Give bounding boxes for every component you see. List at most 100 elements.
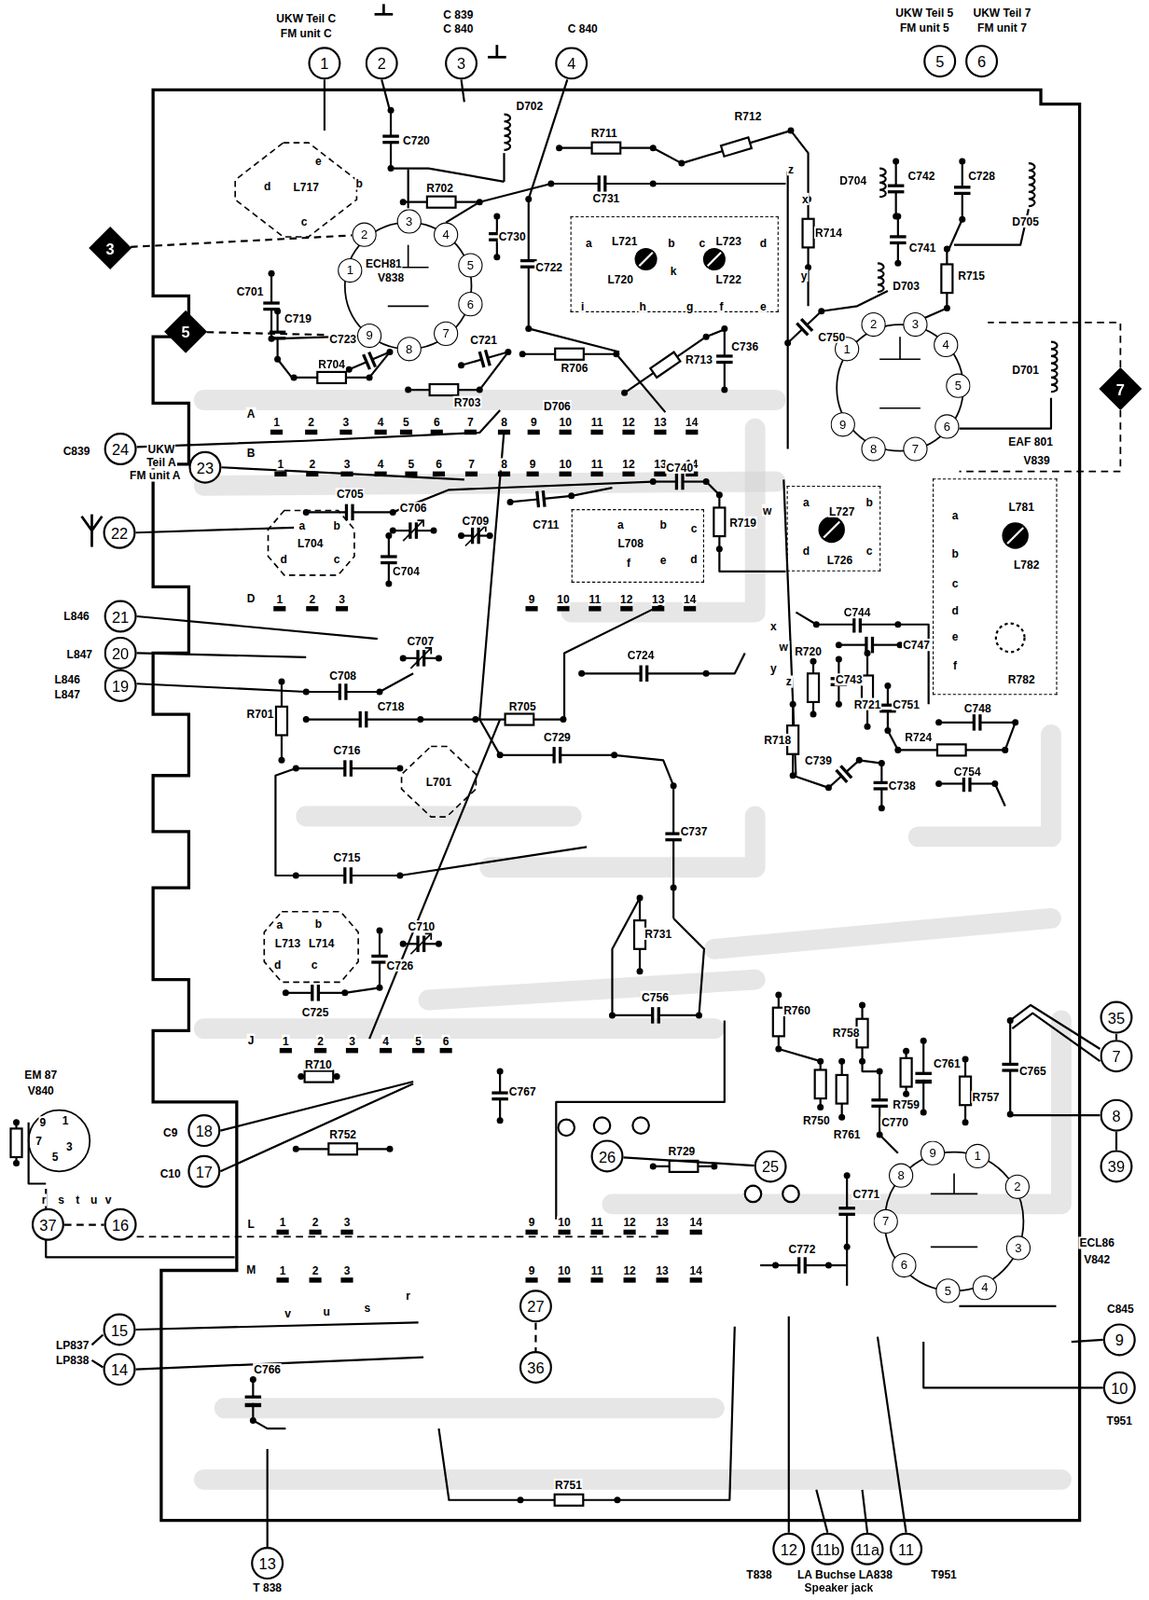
trace (438, 1428, 521, 1501)
part-label: R724 (903, 731, 933, 744)
trimmer-arrow (425, 648, 432, 655)
part-label: 5 (401, 416, 411, 430)
terminal-pad (591, 471, 604, 477)
part-label: C742 (907, 169, 937, 182)
trace (276, 311, 279, 333)
trimmer-pot (996, 623, 1025, 653)
terminal-pad (525, 606, 538, 611)
part-label: 8 (499, 457, 509, 471)
capacitor-plate (491, 1097, 509, 1101)
trace (220, 1083, 414, 1172)
ground-symbol (495, 44, 499, 57)
trace (295, 767, 346, 770)
callout-number: 16 (104, 1208, 138, 1242)
part-label: 1 (275, 593, 284, 606)
callout-number: 24 (104, 432, 138, 466)
part-label: C 840 (442, 22, 474, 35)
node-text: 7 (442, 327, 449, 340)
part-label: w (761, 504, 774, 517)
connector (622, 1157, 754, 1166)
part-label: b (658, 518, 668, 531)
tube-electrode (953, 1174, 956, 1195)
callout-number: 3 (444, 46, 478, 80)
capacitor-plate (716, 354, 734, 358)
terminal-pad (690, 1277, 703, 1283)
node-text: 36 (526, 1359, 544, 1375)
part-label: e (659, 553, 668, 567)
trace (45, 1189, 235, 1258)
coil-can: L717 (232, 140, 360, 239)
trace (543, 496, 572, 499)
part-label: 2 (307, 457, 317, 471)
callout-number: 21 (104, 600, 138, 634)
resistor-body (720, 137, 752, 156)
trace (886, 685, 889, 706)
part-label: T 838 (251, 1581, 283, 1594)
part-label: C767 (508, 1085, 538, 1098)
terminal-pad (623, 1230, 637, 1235)
capacitor-plate (491, 1091, 509, 1094)
trace (652, 148, 682, 164)
capacitor-plate (801, 318, 813, 332)
terminal-pad (526, 471, 540, 477)
node-text: L717 (291, 180, 320, 194)
trace (369, 719, 500, 1040)
trace (220, 1081, 414, 1132)
part-label: B (246, 446, 257, 459)
part-label: C756 (640, 991, 670, 1004)
part-label: C845 (1106, 1303, 1136, 1316)
capacitor-plate (310, 984, 314, 1002)
part-label: R731 (643, 927, 673, 941)
capacitor-symbol (1001, 1017, 1019, 1119)
trace (923, 1342, 1104, 1388)
resistor-symbol (400, 196, 484, 208)
capacitor-plate (363, 354, 371, 370)
capacitor-plate (838, 1206, 856, 1210)
part-label: d (689, 553, 699, 566)
capacitor-plate (263, 301, 280, 305)
terminal-pad (557, 1230, 570, 1235)
trimmer-arrow (410, 933, 431, 955)
part-label: L (246, 1218, 256, 1231)
trace (252, 1420, 286, 1429)
pin-number: 5 (945, 373, 970, 399)
resistor-body (802, 219, 815, 249)
part-label: 5 (51, 1150, 60, 1163)
part-label: D704 (838, 174, 868, 187)
tuning-slot (707, 252, 721, 266)
trace (402, 942, 418, 945)
copper-area (224, 1398, 715, 1419)
part-label: D706 (542, 400, 572, 413)
trace (682, 480, 707, 483)
pin-number: 3 (397, 208, 422, 234)
terminal-pad (620, 606, 633, 611)
capacitor-symbol (292, 760, 404, 777)
capacitor-plate (479, 351, 485, 368)
capacitor-plate (889, 235, 907, 238)
node-text: 27 (526, 1299, 544, 1315)
part-label: R718 (762, 733, 792, 747)
part-label: u (321, 1305, 332, 1318)
trace (652, 480, 677, 483)
trace (378, 962, 381, 988)
trace (270, 273, 273, 304)
choke-symbol (1051, 342, 1058, 393)
node-text: 7 (882, 1215, 889, 1228)
capacitor-plate (803, 1257, 807, 1274)
terminal-pad (430, 429, 443, 435)
copper-area (204, 482, 776, 486)
capacitor-plate (245, 1396, 263, 1399)
trace (352, 511, 393, 513)
node-text: L722 (714, 273, 743, 286)
trace (658, 1014, 699, 1017)
connector (130, 235, 352, 247)
part-label: d (759, 236, 769, 250)
capacitor-plate (871, 636, 874, 654)
trace (723, 362, 726, 391)
part-label: v (283, 1307, 292, 1320)
capacitor-plate (914, 1079, 932, 1084)
pin-number: 4 (433, 222, 458, 248)
part-label: f (625, 557, 632, 570)
terminal-pad (400, 429, 413, 435)
